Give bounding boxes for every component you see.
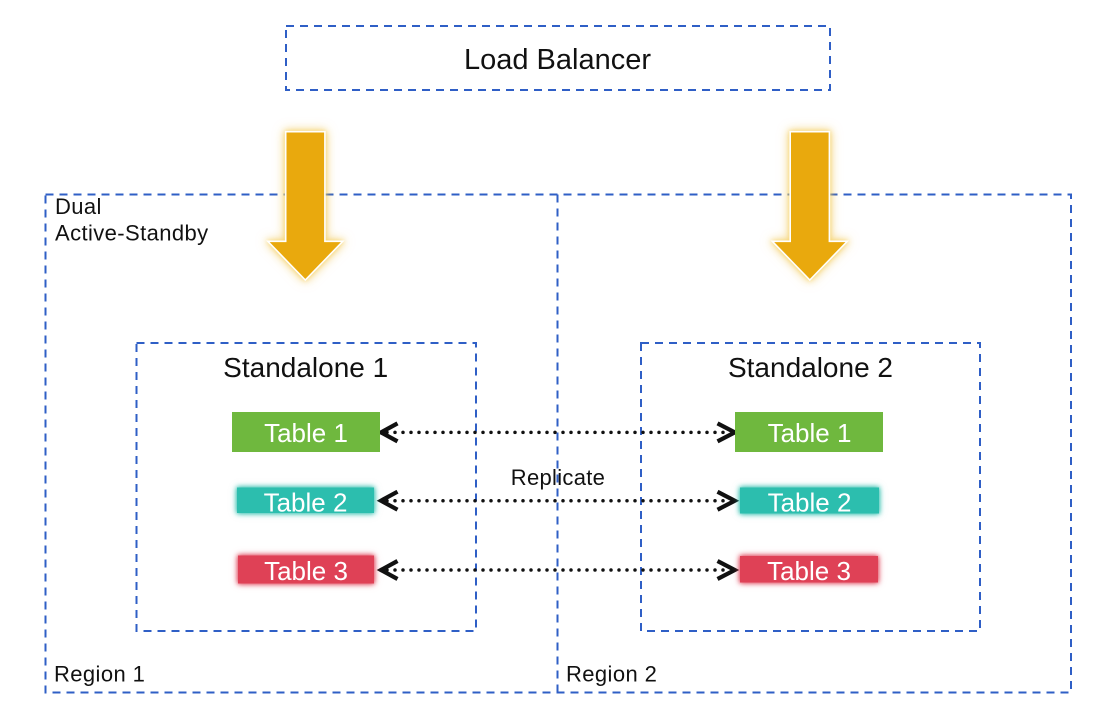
svg-text:Region 1: Region 1: [54, 661, 145, 686]
svg-text:Standalone 2: Standalone 2: [728, 352, 893, 383]
svg-text:Table 2: Table 2: [768, 488, 852, 518]
svg-text:Active-Standby: Active-Standby: [55, 221, 209, 246]
svg-text:Load Balancer: Load Balancer: [464, 44, 651, 76]
svg-text:Table 3: Table 3: [767, 556, 851, 586]
svg-text:Replicate: Replicate: [511, 465, 605, 490]
svg-text:Dual: Dual: [55, 194, 102, 219]
svg-text:Table 3: Table 3: [264, 556, 348, 586]
svg-text:Table 2: Table 2: [264, 488, 348, 518]
svg-text:Table 1: Table 1: [768, 418, 852, 448]
svg-text:Table 1: Table 1: [264, 418, 348, 448]
svg-text:Standalone 1: Standalone 1: [223, 352, 388, 383]
svg-text:Region 2: Region 2: [566, 661, 657, 686]
